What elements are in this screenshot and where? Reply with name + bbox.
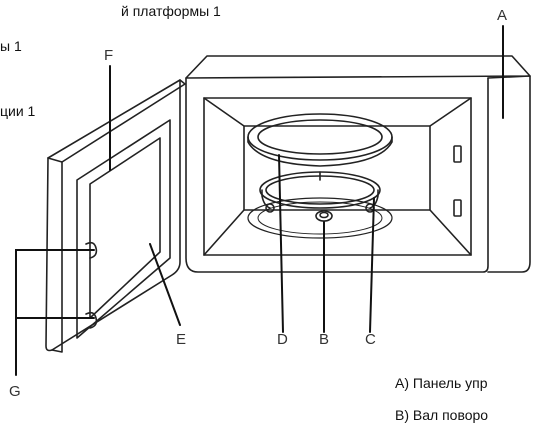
- label-F: F: [104, 47, 114, 64]
- callout-line-C: [369, 197, 375, 333]
- legend-item-b: B) Вал поворо: [395, 407, 489, 423]
- callout-line-D: [278, 154, 284, 333]
- door-window-frame: [76, 119, 171, 339]
- callout-line-E: [149, 243, 181, 326]
- glass-tray: [247, 113, 393, 161]
- label-G: G: [9, 383, 21, 400]
- door-hook-lower: [85, 311, 98, 329]
- microwave-top: [185, 55, 531, 79]
- text-fragment-2: ции 1: [0, 103, 36, 119]
- door-hook-upper: [85, 241, 98, 259]
- label-B: B: [319, 331, 330, 348]
- roller-track: [247, 197, 393, 239]
- text-fragment-platform: й платформы 1: [121, 3, 221, 19]
- door-window: [89, 137, 161, 319]
- label-C: C: [365, 331, 376, 348]
- legend-item-a: A) Панель упр: [395, 375, 488, 391]
- callout-line-G: [15, 249, 95, 376]
- text-fragment-1: ы 1: [0, 38, 22, 54]
- vent-slot-upper: [453, 145, 462, 163]
- microwave-body: [185, 77, 489, 273]
- vent-slot-lower: [453, 199, 462, 217]
- label-A: A: [497, 7, 508, 24]
- label-D: D: [277, 331, 288, 348]
- control-panel: [487, 75, 531, 273]
- label-E: E: [176, 331, 187, 348]
